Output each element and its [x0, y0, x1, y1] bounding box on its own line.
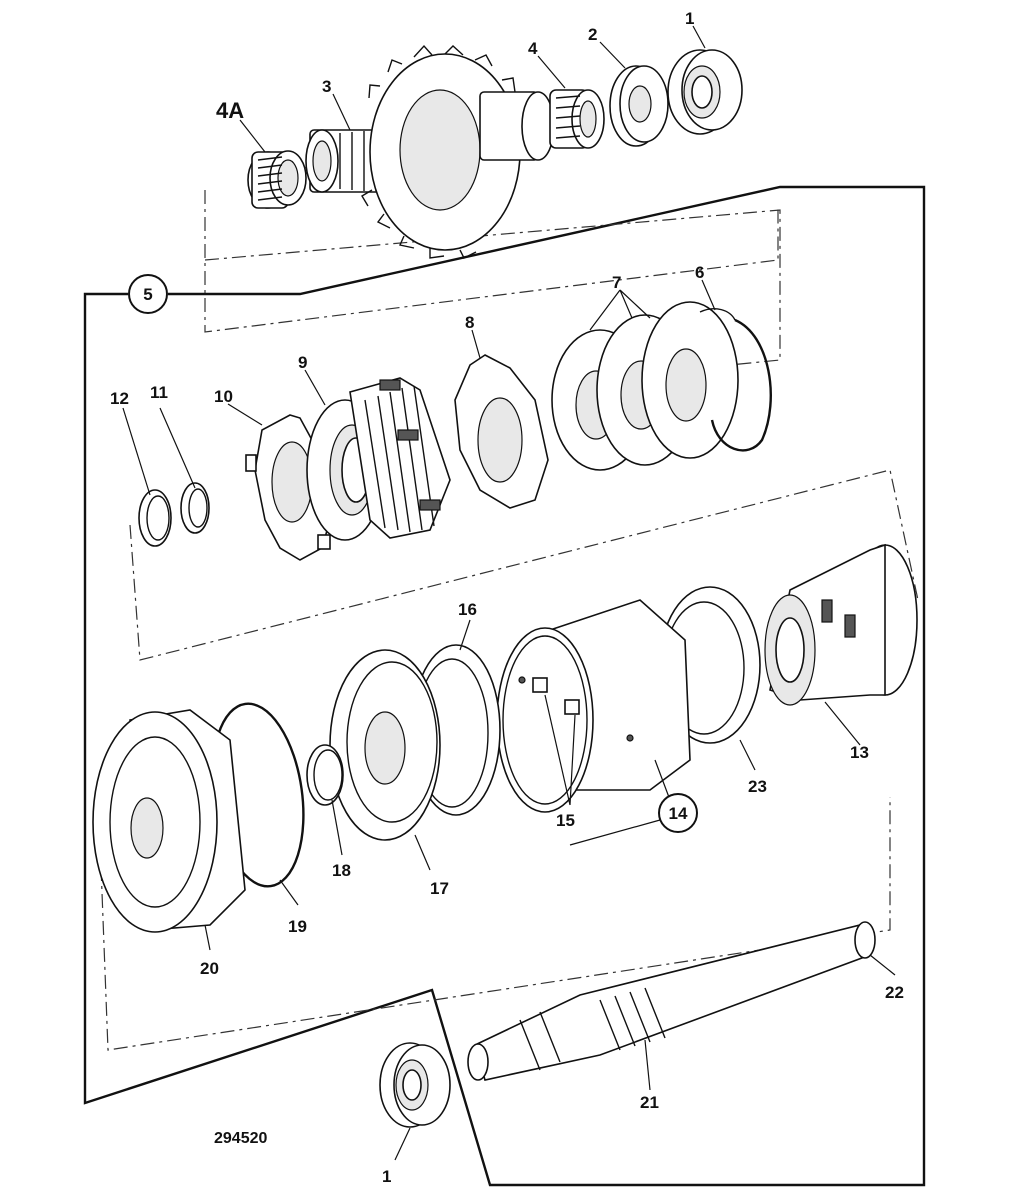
figure-number: 294520	[214, 1130, 267, 1147]
housing-20	[92, 709, 246, 933]
callout-17: 17	[430, 879, 449, 898]
alignment-frame-upper	[204, 209, 781, 366]
alignment-frame-lower	[99, 797, 891, 1051]
callout-13: 13	[850, 743, 869, 762]
leader-lines	[122, 25, 896, 1161]
callout-12: 12	[110, 389, 129, 408]
separator-plate-8	[454, 354, 549, 509]
callout-18: 18	[332, 861, 351, 880]
callout-4: 4	[528, 39, 538, 58]
callout-14: 14	[669, 804, 688, 823]
callout-11: 11	[150, 383, 168, 402]
gear-shaft-3	[305, 44, 555, 259]
callout-5: 5	[143, 285, 152, 304]
needle-bearing-4a	[247, 150, 307, 209]
main-shaft-21	[467, 921, 876, 1081]
callout-2: 2	[588, 25, 597, 44]
callout-3: 3	[322, 77, 331, 96]
snap-ring-12	[138, 489, 172, 547]
callout-9: 9	[298, 353, 307, 372]
ball-bearing-1-bottom	[379, 1042, 451, 1128]
callout-7: 7	[612, 273, 621, 292]
callout-5-circle: 5	[128, 274, 168, 314]
thrust-washer-2	[609, 65, 669, 147]
clutch-disc-pack	[349, 377, 451, 539]
callout-1-top: 1	[685, 9, 694, 28]
assembly-5-boundary	[83, 185, 926, 1187]
callout-16: 16	[458, 600, 477, 619]
clutch-hub-13	[764, 543, 918, 706]
callout-19: 19	[288, 917, 307, 936]
needle-bearing-4	[549, 89, 605, 149]
callout-8: 8	[465, 313, 474, 332]
circlip-11	[180, 482, 210, 534]
callout-4a: 4A	[216, 98, 244, 123]
callout-21: 21	[640, 1093, 659, 1112]
snap-ring-6	[699, 308, 772, 452]
friction-disc-9	[306, 399, 384, 541]
alignment-frame-middle	[129, 469, 919, 661]
piston-drum-14	[496, 599, 691, 813]
callout-20: 20	[200, 959, 219, 978]
callout-1-bottom: 1	[382, 1167, 391, 1186]
belleville-washers-7	[551, 301, 739, 471]
callout-10: 10	[214, 387, 233, 406]
ball-bearing-1-top	[667, 49, 743, 135]
callout-23: 23	[748, 777, 767, 796]
callout-15: 15	[556, 811, 575, 830]
callout-6: 6	[695, 263, 704, 282]
o-ring-18	[306, 744, 344, 806]
piston-17	[329, 649, 441, 841]
callout-22: 22	[885, 983, 904, 1002]
callout-14-circle: 14	[658, 793, 698, 833]
